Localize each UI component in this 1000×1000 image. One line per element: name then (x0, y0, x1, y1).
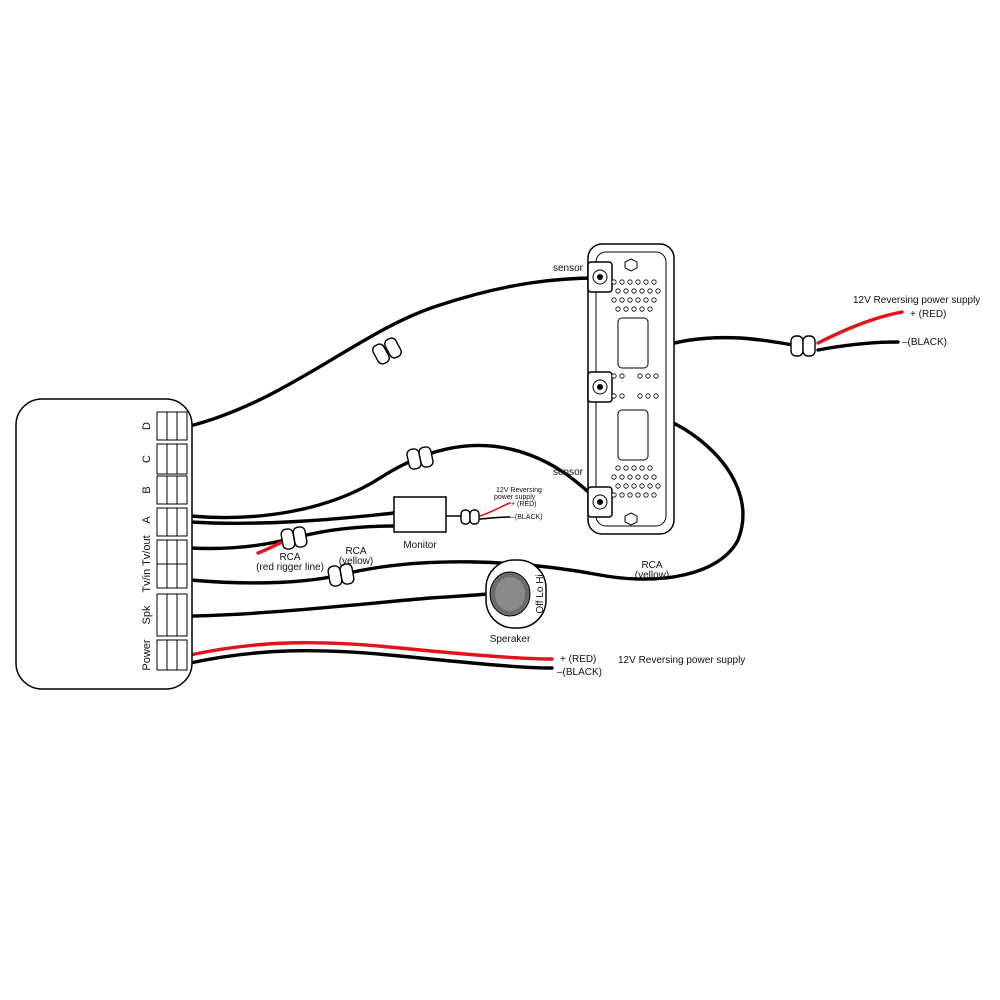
speaker-switch-label: Off Lo Hi (535, 574, 546, 613)
bottom-screw-icon (624, 512, 638, 526)
bottom-power-red-label: + (RED) (560, 654, 596, 665)
wire-power-black (188, 648, 554, 670)
port-a-connector (156, 507, 188, 537)
wire-d-to-top-sensor (188, 276, 600, 428)
top-power-red-label: + (RED) (910, 309, 946, 320)
top-power-black-label: –(BLACK) (902, 337, 947, 348)
inline-connector-bottom-sensor (406, 446, 434, 470)
top-screw-icon (624, 258, 638, 272)
rca-yellow-left-label-2: (yellow) (339, 556, 373, 567)
port-label-d: D (141, 422, 153, 430)
vent-holes-lower (611, 465, 661, 498)
sensor-bottom-label: sensor (553, 467, 584, 478)
rca-yellow-left-label-1: RCA (345, 546, 366, 557)
monitor-power-title-2: power supply (494, 494, 536, 501)
monitor-power-connector (460, 509, 480, 525)
top-power-red-lead (816, 310, 904, 345)
sensor-top-label: sensor (553, 263, 584, 274)
bottom-power-black-label: –(BLACK) (557, 667, 602, 678)
port-tv-connector (156, 539, 188, 589)
port-label-power: Power (141, 639, 153, 671)
speaker-label: Speraker (490, 634, 531, 645)
upper-slot-window (617, 317, 649, 369)
monitor-power-black: –(BLACK) (511, 514, 543, 521)
bottom-sensor-mount (587, 486, 613, 518)
monitor-red-lead (479, 502, 511, 517)
rca-yellow-right-label-2: (yellow) (635, 570, 669, 581)
port-label-spk: Spk (141, 605, 153, 624)
rca-trigger-label-2: (red rigger line) (256, 562, 324, 573)
top-sensor-mount (587, 261, 613, 293)
monitor-power-title: 12V Reversing (496, 487, 542, 494)
top-power-black-lead (816, 340, 900, 352)
rca-trigger-red-lead (256, 540, 284, 555)
port-label-c: C (141, 455, 153, 463)
rca-trigger-connector (280, 526, 308, 550)
monitor-label: Monitor (403, 540, 437, 551)
port-power-connector (156, 639, 188, 671)
rca-yellow-right-label-1: RCA (641, 560, 662, 571)
vent-holes-upper (611, 279, 661, 312)
port-spk-connector (156, 593, 188, 637)
inline-connector-top-sensor (372, 337, 402, 365)
bottom-power-title: 12V Reversing power supply (618, 655, 745, 666)
monitor-power-red: + (RED) (511, 501, 536, 508)
wire-a-to-monitor (188, 511, 396, 525)
port-c-connector (156, 443, 188, 475)
rca-trigger-label-1: RCA (279, 552, 300, 563)
wire-power-red (188, 640, 554, 661)
speaker: Off Lo Hi Speraker (485, 559, 547, 645)
inline-connector-top-power (790, 335, 816, 357)
port-label-tv: Tv/in Tv/out (141, 535, 153, 592)
lower-slot-window (617, 409, 649, 461)
camera-plate: sensor sensor (553, 243, 675, 535)
port-b-connector (156, 475, 188, 505)
center-camera-mount (587, 371, 613, 403)
top-power-title: 12V Reversing power supply (853, 295, 980, 306)
port-label-b: B (141, 486, 153, 493)
port-d-connector (156, 411, 188, 441)
control-box: D C B A Tv/in Tv/out Spk Power (15, 398, 193, 690)
monitor-black-lead (479, 516, 511, 520)
monitor: Monitor (393, 496, 447, 551)
wire-spk-to-speaker (188, 592, 490, 618)
port-label-a: A (141, 516, 153, 524)
rca-yellow-connector (327, 563, 355, 587)
vent-holes-middle (611, 373, 659, 399)
